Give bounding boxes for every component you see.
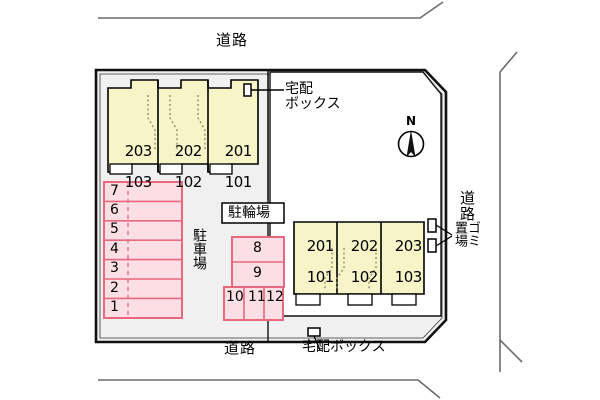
east-road-edge-bottom	[499, 339, 523, 363]
delivery-box-label-south: 宅配ボックス	[302, 339, 386, 355]
stall-number-6: 6	[110, 202, 119, 218]
north-road-edge	[98, 1, 444, 19]
unit-upper: 202	[350, 236, 379, 255]
road-label-east: 道路	[458, 190, 476, 222]
stall-number-5: 5	[110, 221, 119, 237]
road-label-south: 道路	[224, 339, 257, 357]
bicycle-parking-label: 駐輪場	[228, 205, 270, 221]
stall-number-1: 1	[110, 299, 119, 315]
unit-label-s202: 202 102	[339, 223, 381, 286]
stall-number-10: 10	[226, 289, 244, 305]
unit-lower: 103	[394, 268, 423, 287]
unit-label-202: 202 102	[162, 128, 206, 191]
parking-lot-label: 駐車場	[191, 228, 207, 270]
unit-upper: 201	[224, 141, 253, 160]
stall-number-4: 4	[110, 241, 119, 257]
stall-number-2: 2	[110, 280, 119, 296]
north-building	[107, 79, 259, 175]
west-parking-stalls	[103, 181, 183, 319]
garbage-area-label: ゴミ置場	[452, 221, 480, 247]
south-road-edge	[98, 379, 441, 399]
unit-upper: 203	[394, 236, 423, 255]
unit-upper: 203	[124, 141, 153, 160]
north-delivery-box-marker	[243, 83, 284, 97]
stall-number-3: 3	[110, 260, 119, 276]
south-delivery-box-marker	[307, 327, 321, 351]
unit-lower: 103	[124, 173, 153, 192]
east-road-edge-top	[499, 51, 518, 73]
unit-lower: 102	[350, 268, 379, 287]
unit-label-201: 201 101	[212, 128, 256, 191]
stall-number-11: 11	[248, 289, 266, 305]
stall-number-7: 7	[110, 183, 119, 199]
road-label-north: 道路	[216, 31, 249, 49]
north-arrow-icon	[397, 130, 425, 158]
unit-label-203: 203 103	[112, 128, 156, 191]
unit-label-s203: 203 103	[383, 223, 425, 286]
unit-lower: 102	[174, 173, 203, 192]
compass-north-label: N	[406, 114, 417, 128]
road-outlines	[98, 1, 523, 399]
unit-upper: 202	[174, 141, 203, 160]
unit-upper: 201	[306, 236, 335, 255]
unit-label-s201: 201 101	[295, 223, 337, 286]
south-building	[293, 221, 425, 306]
bicycle-parking-box	[221, 202, 285, 224]
center-parking-stalls	[223, 236, 285, 321]
unit-lower: 101	[306, 268, 335, 287]
stall-number-12: 12	[266, 289, 284, 305]
delivery-box-label-north: 宅配ボックス	[285, 81, 341, 112]
garbage-area-markers	[427, 218, 453, 253]
stall-number-8: 8	[253, 240, 262, 256]
stall-number-9: 9	[253, 265, 262, 281]
unit-lower: 101	[224, 173, 253, 192]
